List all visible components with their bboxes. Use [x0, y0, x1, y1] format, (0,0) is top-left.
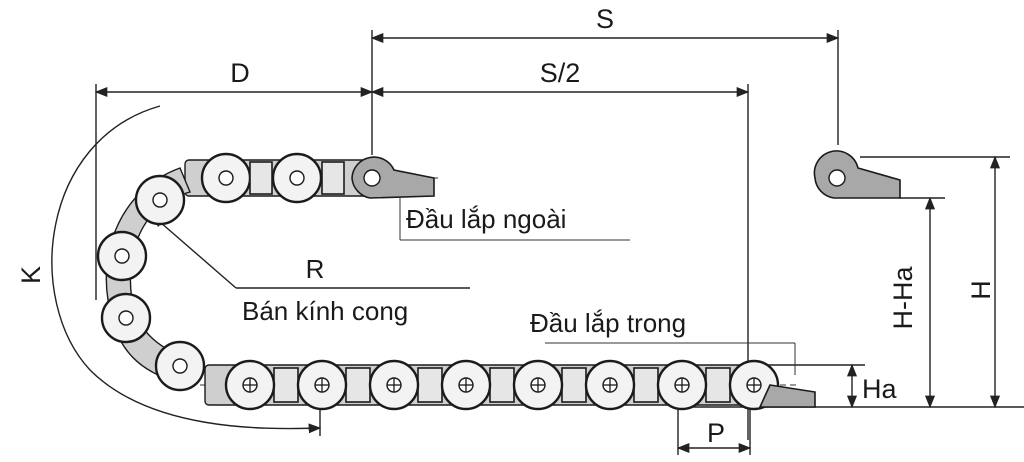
label-Ha: Ha [862, 374, 897, 404]
link-side-plate [417, 367, 443, 403]
link-pin [218, 170, 234, 186]
link-pin [152, 192, 168, 208]
label-P: P [707, 418, 725, 448]
link-side-plate [345, 367, 371, 403]
label-K: K [16, 266, 46, 284]
chain-lower-run [204, 359, 780, 411]
inner-mounting-bracket [758, 384, 816, 408]
outer-mounting-bracket-right [813, 150, 901, 199]
outer-mounting-bracket-left [351, 156, 435, 199]
label-S: S [596, 4, 614, 34]
label-S-half: S/2 [540, 58, 581, 88]
link-side-plate [561, 367, 587, 403]
link-side-plate [705, 367, 731, 403]
link-pin [114, 248, 130, 264]
link-pin [118, 310, 134, 326]
link-side-plate [633, 367, 659, 403]
label-R: R [306, 254, 325, 284]
chain-upper-run [184, 152, 371, 204]
link-pin [172, 358, 188, 374]
label-D: D [230, 58, 250, 88]
label-H-minus-Ha: H-Ha [888, 266, 918, 330]
label-outer-end: Đầu lắp ngoài [406, 204, 566, 234]
chain-bend [96, 167, 206, 392]
link-pin [289, 170, 305, 186]
label-inner-end: Đầu lắp trong [530, 308, 686, 338]
link-side-plate [273, 367, 299, 403]
label-bend-radius: Bán kính cong [242, 296, 408, 326]
label-H: H [966, 280, 996, 300]
dimension-lines [51, 30, 1024, 455]
link-side-plate [489, 367, 515, 403]
